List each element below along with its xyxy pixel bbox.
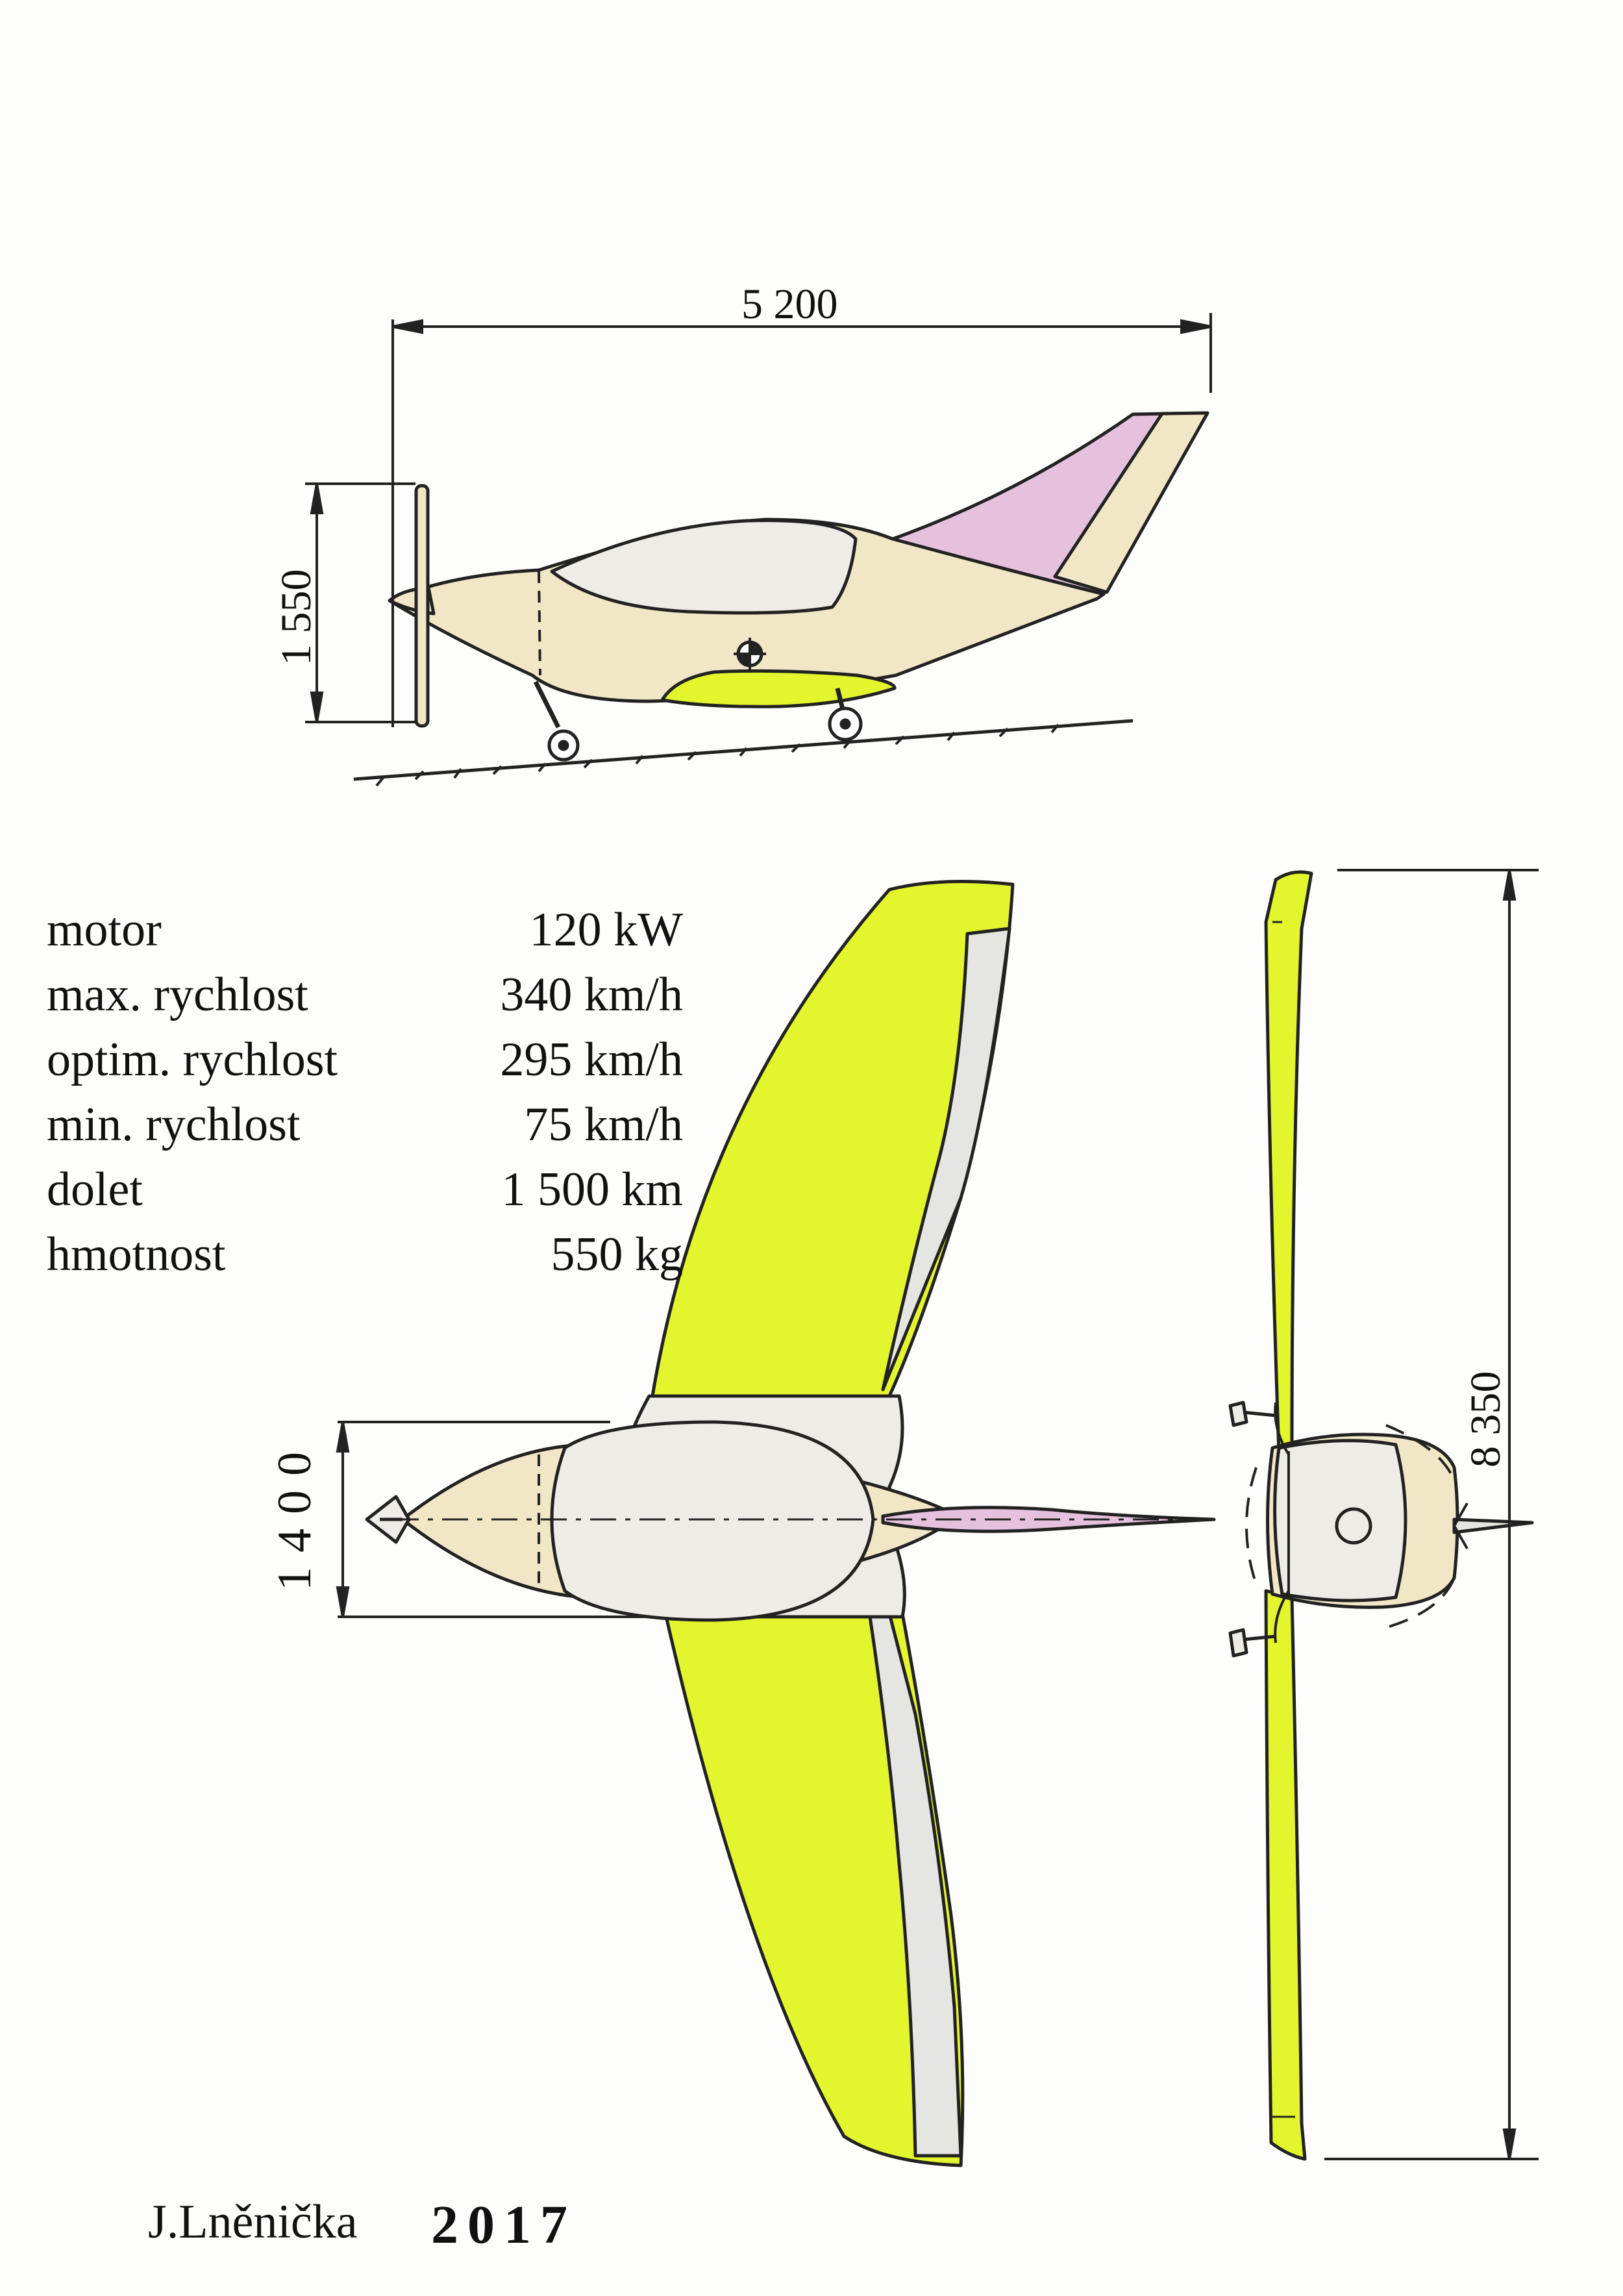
spec-value: 550 kg: [551, 1228, 684, 1281]
spec-value: 295 km/h: [500, 1033, 683, 1086]
wing-front-upper: [1264, 870, 1313, 1456]
length-dimension: 5 200: [741, 281, 838, 328]
spec-row-mass: hmotnost 550 kg: [47, 1222, 683, 1287]
wingspan-dimension: 8 350: [1462, 1371, 1509, 1468]
side-view: [353, 411, 1209, 787]
front-view: [1228, 870, 1534, 2161]
nose-gear: [533, 680, 561, 729]
gear-front-lower: [1228, 1628, 1248, 1658]
width-dimension: 1400: [268, 1438, 321, 1591]
wing-fairing-side: [660, 669, 897, 708]
spec-value: 75 km/h: [524, 1098, 683, 1151]
spec-label: min. rychlost: [47, 1098, 301, 1151]
height-dimension: 1 550: [273, 569, 320, 666]
top-view: [365, 880, 1216, 2167]
spec-row-motor: motor 120 kW: [47, 897, 683, 962]
year-label: 2017: [431, 2195, 576, 2255]
spec-label: dolet: [47, 1163, 143, 1216]
grass-marks: [375, 723, 1059, 787]
gear-front-upper: [1228, 1401, 1248, 1427]
propeller-side: [414, 484, 430, 728]
spec-value: 120 kW: [529, 903, 683, 956]
spec-table: motor 120 kW max. rychlost 340 km/h opti…: [47, 897, 683, 1287]
rudder: [1053, 411, 1209, 594]
firewall-dash: [538, 571, 541, 676]
wing-front-lower: [1264, 1589, 1307, 2161]
dimension-lines-front: [1324, 869, 1539, 2160]
spec-value: 1 500 km: [501, 1163, 683, 1216]
spec-label: motor: [47, 903, 162, 956]
spec-row-optimal-speed: optim. rychlost 295 km/h: [47, 1027, 683, 1092]
spec-label: max. rychlost: [47, 968, 308, 1021]
spec-row-range: dolet 1 500 km: [47, 1157, 683, 1222]
flap-left: [881, 927, 1011, 1391]
spinner-front: [1335, 1507, 1372, 1545]
prop-disc: [1245, 1424, 1456, 1628]
spec-value: 340 km/h: [500, 968, 683, 1021]
spec-label: hmotnost: [47, 1228, 226, 1281]
spec-row-min-speed: min. rychlost 75 km/h: [47, 1092, 683, 1157]
canopy-top: [550, 1420, 875, 1622]
canopy-side: [550, 519, 858, 615]
flap-right: [868, 1612, 963, 2158]
dimension-lines-side: [305, 313, 1212, 727]
spec-label: optim. rychlost: [47, 1033, 338, 1086]
author-signature: J.Lněnička: [148, 2195, 358, 2249]
spec-row-max-speed: max. rychlost 340 km/h: [47, 962, 683, 1027]
fin-front: [1452, 1517, 1534, 1534]
dimension-lines-top: [336, 1421, 649, 1618]
